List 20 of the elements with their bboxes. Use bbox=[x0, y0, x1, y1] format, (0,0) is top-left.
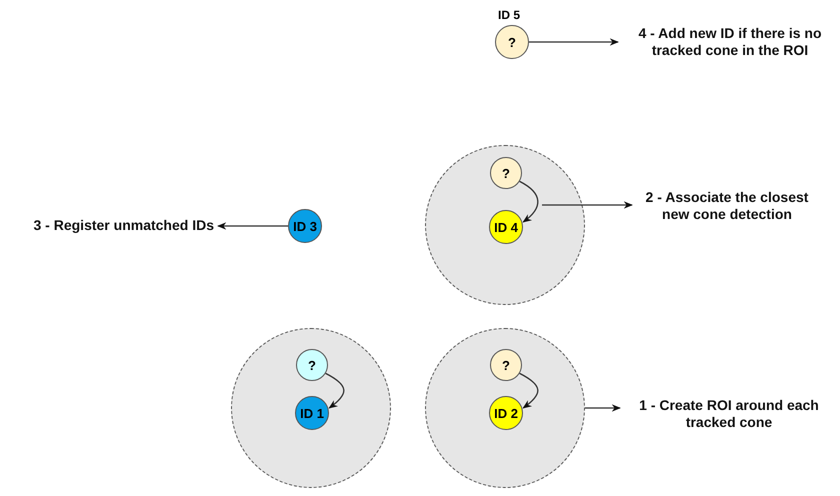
arrow bbox=[519, 372, 538, 409]
id-circle: ? bbox=[490, 157, 522, 189]
id-circle: ? bbox=[490, 349, 522, 381]
id-circle: ID 2 bbox=[489, 396, 523, 430]
id-circle: ID 3 bbox=[288, 209, 322, 243]
step-label: 3 - Register unmatched IDs bbox=[4, 217, 214, 234]
step-label: 4 - Add new ID if there is no tracked cone in the ROI bbox=[622, 25, 838, 59]
arrow bbox=[217, 222, 288, 230]
arrow bbox=[529, 38, 619, 46]
id-circle: ? bbox=[495, 25, 529, 59]
id-label: ID 5 bbox=[498, 8, 520, 22]
arrow bbox=[519, 180, 538, 223]
arrow bbox=[582, 201, 633, 209]
arrow bbox=[585, 404, 621, 412]
id-circle: ? bbox=[296, 349, 328, 381]
step-label: 1 - Create ROI around each tracked cone bbox=[624, 397, 834, 431]
id-circle: ID 1 bbox=[295, 396, 329, 430]
step-label: 2 - Associate the closest new cone detection bbox=[636, 189, 818, 223]
id-circle: ID 4 bbox=[489, 210, 523, 244]
arrow bbox=[325, 372, 344, 409]
